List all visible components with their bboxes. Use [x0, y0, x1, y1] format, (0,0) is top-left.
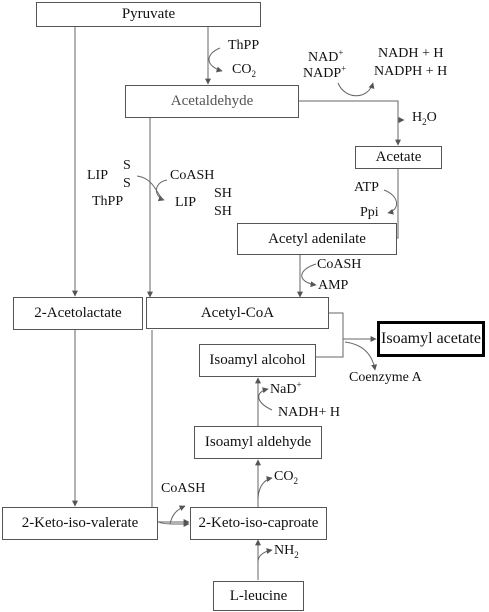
node-l-leucine: L-leucine	[213, 581, 304, 611]
label-sh-top: SH	[214, 186, 232, 201]
label-s-bottom: S	[123, 176, 131, 191]
edge-atp-ppi-curve	[383, 189, 397, 215]
label-atp-in: ATP	[354, 180, 379, 195]
edge-coash-amp-curve	[301, 263, 317, 288]
node-acetolactate: 2-Acetolactate	[13, 297, 143, 330]
node-acetyl-coa: Acetyl-CoA	[146, 297, 329, 329]
node-acetate: Acetate	[355, 146, 442, 169]
label-nadph-out: NADPH + H	[374, 64, 448, 79]
node-isoamyl-acetate: Isoamyl acetate	[377, 321, 485, 357]
node-acetyl-adenilate: Acetyl adenilate	[237, 223, 397, 255]
label-nad-in-2: NaD+	[270, 379, 302, 397]
edge-nh2-curve	[257, 548, 273, 563]
edge-alcohol-isoamylacetate	[315, 339, 344, 358]
label-coash-in-2: CoASH	[317, 257, 362, 272]
edge-nad-curve	[337, 82, 375, 97]
label-nadh-out: NADH + H	[378, 46, 444, 61]
label-s-top: S	[123, 158, 131, 173]
edge-coash3-curve	[169, 505, 186, 525]
label-sh-bottom: SH	[214, 204, 232, 219]
label-co2-out-2: CO2	[274, 469, 298, 486]
label-nh2-out: NH2	[274, 543, 299, 560]
label-co2-out: CO2	[232, 62, 256, 79]
node-acetaldehyde: Acetaldehyde	[125, 85, 299, 118]
label-amp-out: AMP	[318, 278, 349, 293]
label-lip-sh: LIP	[175, 195, 196, 210]
label-nadh-out-2: NADH+ H	[278, 405, 340, 420]
label-thpp-out: ThPP	[92, 194, 124, 209]
node-2-keto-iso-valerate: 2-Keto-iso-valerate	[2, 507, 158, 540]
edge-coash-curve	[156, 179, 168, 201]
edge-acetylcoa-isoamylacetate	[329, 312, 377, 342]
edge-nad2-curve	[258, 387, 273, 411]
edge-co2-2-curve	[257, 476, 273, 501]
edge-coenzymea-curve	[344, 341, 378, 371]
label-h2o-out: H2O	[412, 110, 437, 127]
label-coash-in-3: CoASH	[161, 481, 206, 496]
label-coenzyme-a: Coenzyme A	[349, 370, 422, 385]
edge-thpp-co2-curve	[208, 47, 223, 73]
node-2-keto-iso-caproate: 2-Keto-iso-caproate	[190, 507, 327, 540]
label-ppi-out: Ppi	[360, 205, 379, 220]
label-nad-in: NAD+	[308, 47, 344, 65]
label-lip-s: LIP	[87, 168, 108, 183]
node-pyruvate: Pyruvate	[36, 2, 261, 27]
label-coash-in: CoASH	[170, 168, 215, 183]
label-nadp-in: NADP+	[303, 63, 347, 81]
label-thpp-in: ThPP	[228, 38, 260, 53]
edge-h2o	[397, 103, 405, 123]
node-isoamyl-alcohol: Isoamyl alcohol	[199, 344, 316, 377]
edge-acetaldehyde-acetate	[298, 100, 401, 146]
node-isoamyl-aldehyde: Isoamyl aldehyde	[194, 426, 322, 459]
